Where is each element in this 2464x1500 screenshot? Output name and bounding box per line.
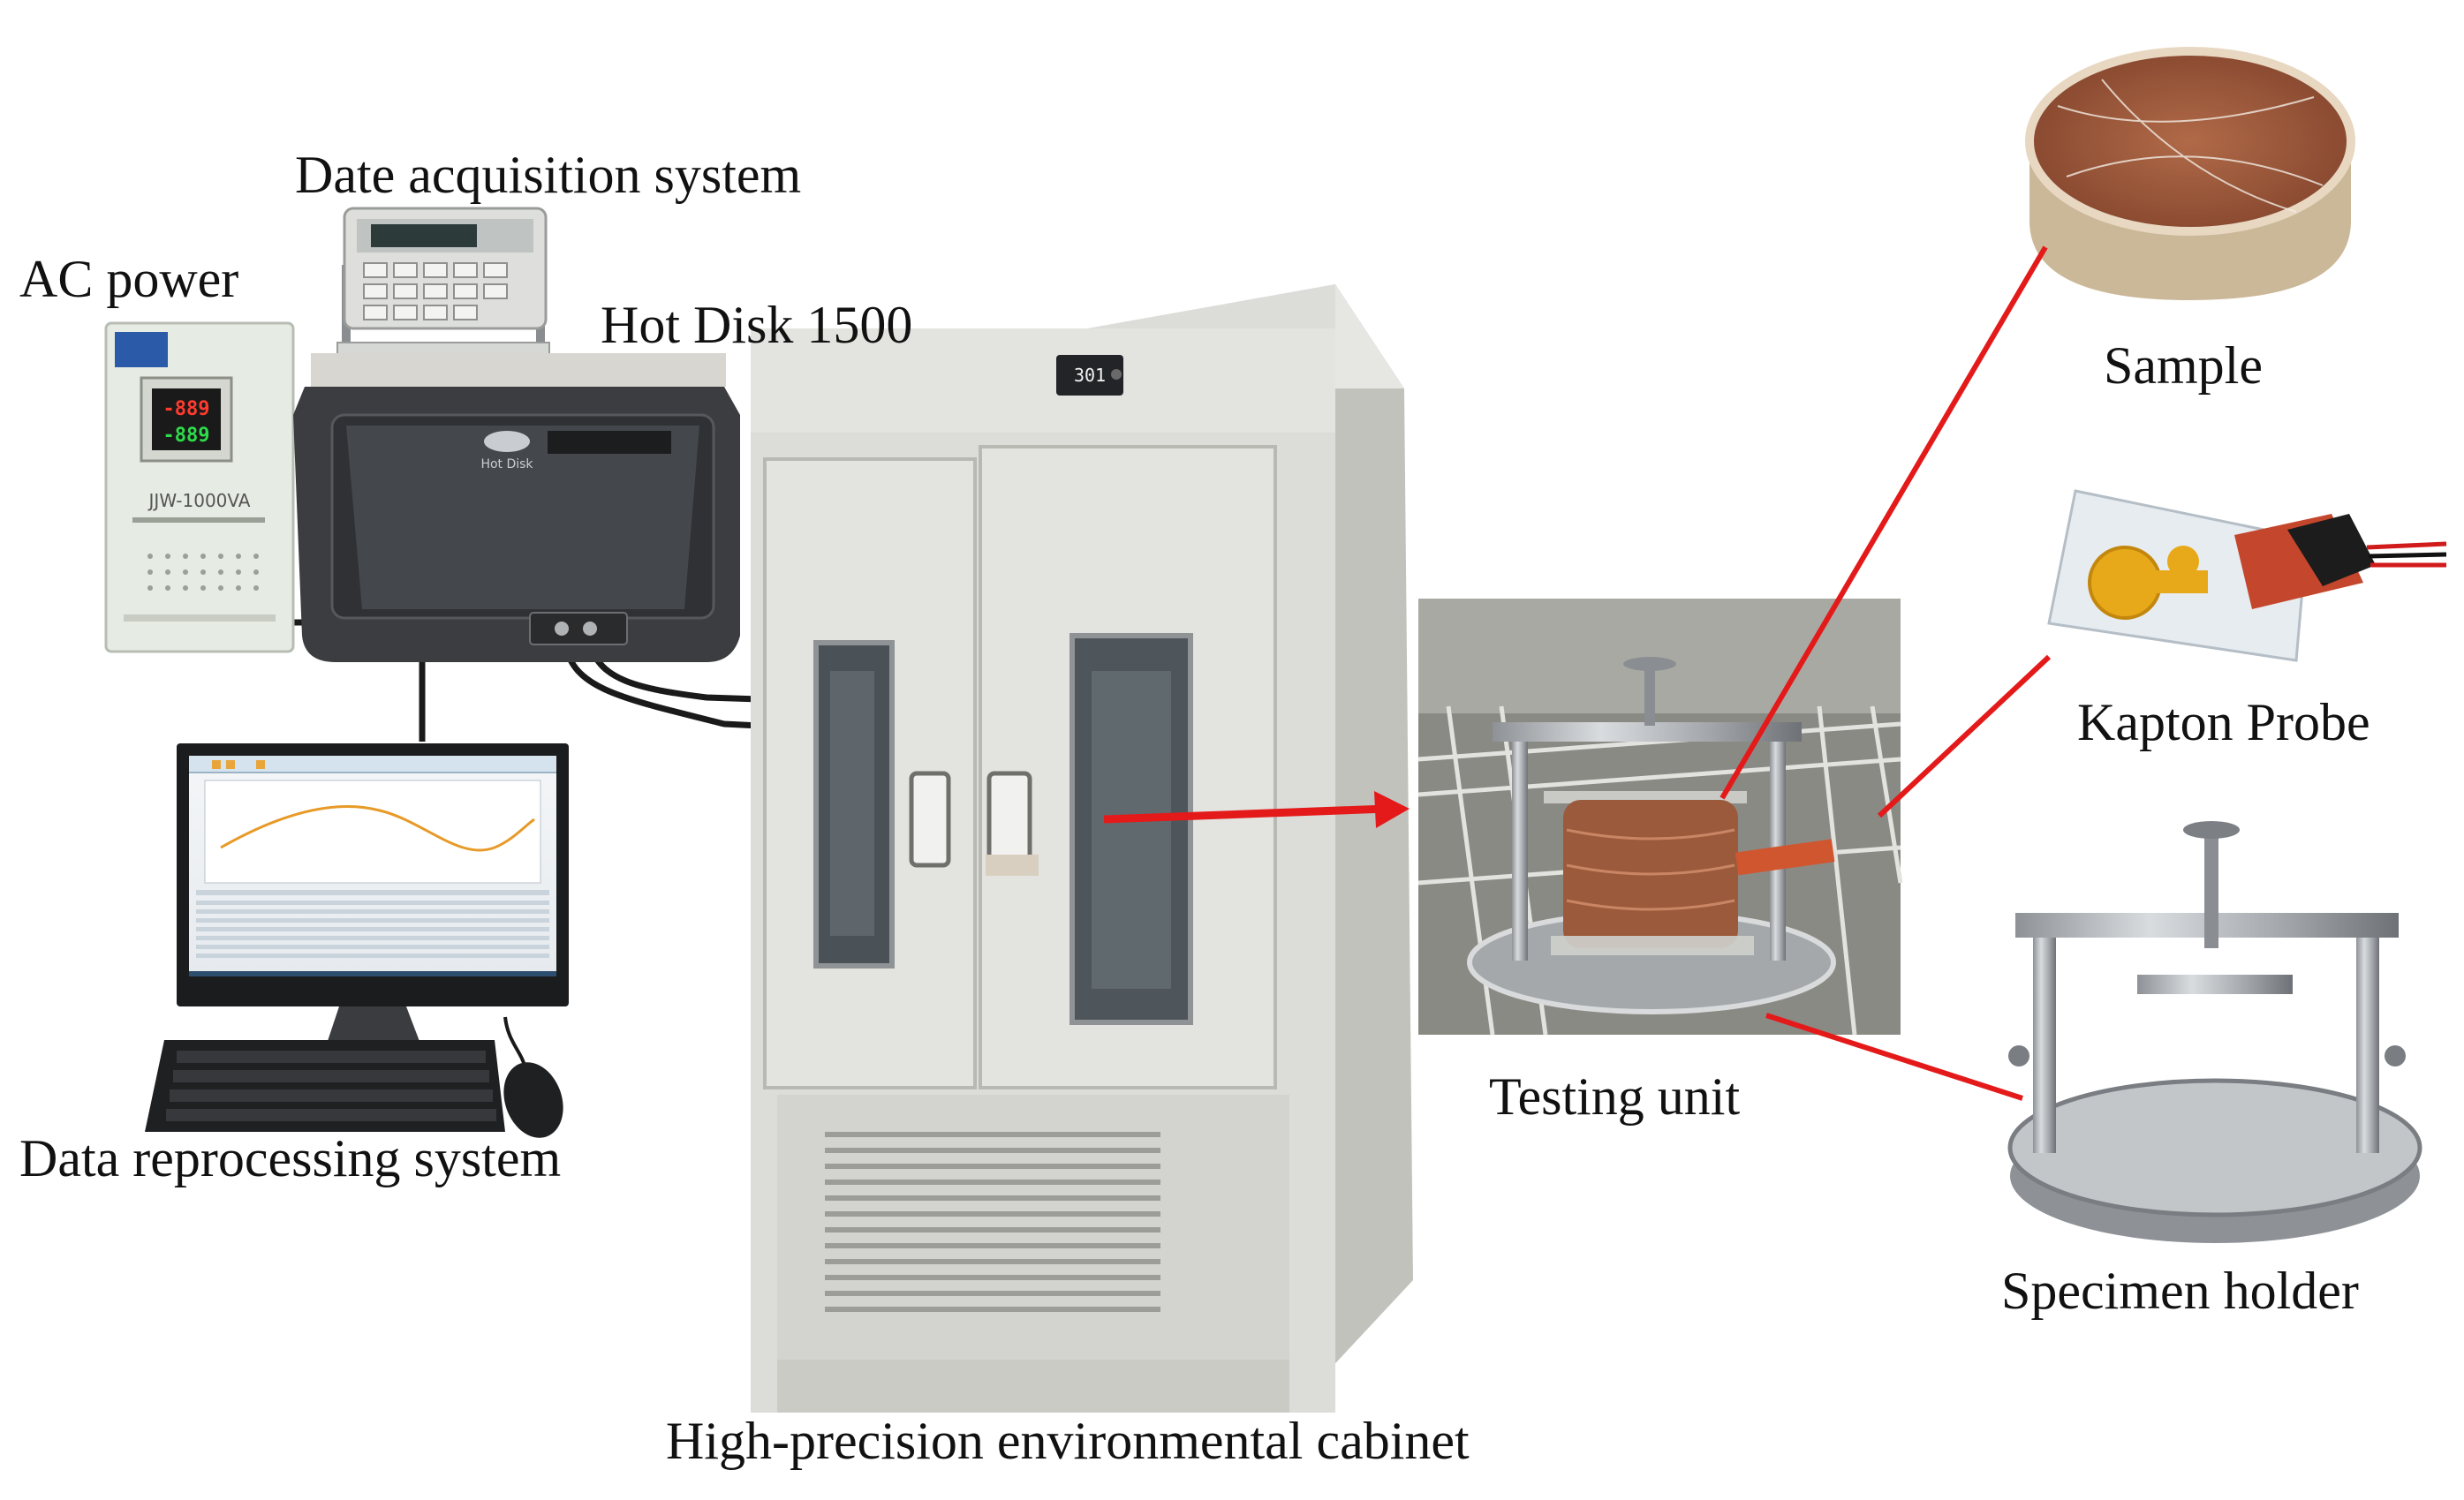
label-sample: Sample [2104, 336, 2263, 395]
ac-power-stabilizer: -889 -889 JJW-1000VA [104, 321, 295, 653]
arrow-head [1374, 791, 1410, 828]
stabilizer-brand-logo [115, 332, 168, 367]
specimen-holder-photo [2007, 821, 2422, 1243]
cabinet-display [1056, 355, 1123, 396]
cabinet-display-value: 301 [1074, 365, 1106, 386]
testing-right-post [1770, 722, 1786, 961]
arrow-cabinet-to-testing-unit [1103, 804, 1387, 824]
computer-mouse [503, 1062, 563, 1138]
probe-sensor-disc [2088, 546, 2162, 620]
screen-plot-area [204, 780, 541, 884]
kapton-probe-photo [2047, 489, 2447, 662]
screen-data-table [196, 890, 549, 958]
screen-curve [220, 804, 535, 852]
label-data-reprocessing-system: Data reprocessing system [19, 1129, 562, 1187]
label-environmental-cabinet: High-precision environmental cabinet [666, 1412, 1470, 1470]
line-testing-to-holder [1765, 1013, 2023, 1101]
testing-screw [1644, 664, 1655, 726]
probe-black-tape [2287, 514, 2376, 586]
keyboard-keys [166, 1051, 496, 1121]
stabilizer-model-text: JJW-1000VA [147, 490, 251, 511]
hotdisk-connector-1 [555, 622, 569, 636]
hot-disk-1500-unit: Hot Disk [293, 353, 740, 662]
connector-lines [1103, 245, 2052, 1101]
environmental-cabinet: 301 [751, 284, 1413, 1413]
cabinet-left-handle [909, 771, 951, 868]
hotdisk-logo [484, 431, 530, 452]
testing-left-post [1512, 722, 1528, 961]
hotdisk-slot [548, 431, 671, 454]
label-ac-power: AC power [19, 250, 239, 308]
testing-unit-photo [1417, 599, 1903, 1036]
holder-screw [2204, 833, 2218, 948]
sample-top-face [2029, 51, 2351, 231]
holder-knob [2183, 821, 2240, 839]
daq-keypad [363, 262, 508, 320]
cabinet-control-panel [751, 328, 1335, 433]
sample-wrap-film [2057, 79, 2324, 213]
testing-probe-strip [1735, 839, 1835, 876]
cabinet-vent-grille [825, 1132, 1160, 1312]
holder-right-post [2356, 918, 2379, 1153]
sample-specimen [2025, 47, 2355, 300]
cabinet-right-handle [986, 771, 1032, 868]
hotdisk-connector-2 [583, 622, 597, 636]
testing-crossbar [1493, 722, 1802, 742]
stabilizer-display-top: -889 [163, 398, 210, 420]
daq-display [371, 224, 477, 247]
holder-left-post [2033, 918, 2056, 1153]
line-testing-to-sample [1720, 245, 2048, 800]
line-testing-to-probe [1877, 654, 2052, 818]
hotdisk-logo-text: Hot Disk [480, 457, 533, 471]
probe-wires [2366, 541, 2447, 568]
mouse-cable [503, 1016, 527, 1069]
label-kapton-probe: Kapton Probe [2077, 693, 2370, 751]
data-acquisition-unit [336, 207, 550, 363]
data-processing-computer [145, 743, 569, 1138]
label-testing-unit: Testing unit [1489, 1067, 1741, 1126]
stabilizer-vent-grid [147, 554, 259, 591]
monitor-stand [327, 1006, 420, 1044]
stabilizer-display-bottom: -889 [163, 425, 210, 447]
stabilizer-body [104, 321, 295, 653]
label-hot-disk-1500: Hot Disk 1500 [601, 296, 913, 354]
holder-press-bar [2137, 975, 2293, 994]
label-specimen-holder: Specimen holder [2001, 1262, 2359, 1320]
label-date-acquisition-system: Date acquisition system [295, 146, 802, 204]
